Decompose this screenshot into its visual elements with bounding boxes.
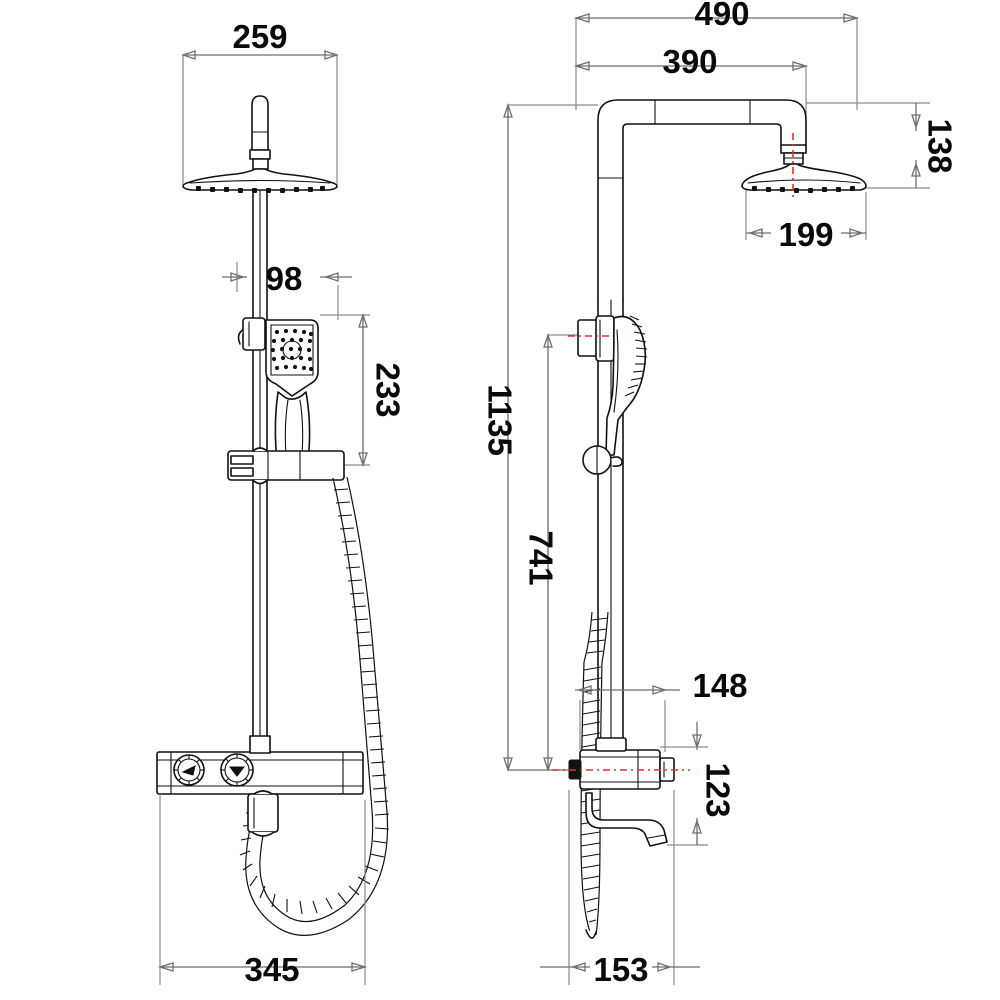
front-233-dimension: 233 — [320, 312, 407, 468]
dim-label-390: 390 — [662, 43, 717, 80]
overhead-shower-head — [182, 95, 338, 193]
dim-label-123: 123 — [700, 762, 737, 817]
overhead-head-side — [741, 133, 867, 198]
side-1135-dimension: 1135 — [482, 102, 598, 773]
temperature-control-knob[interactable] — [173, 754, 205, 786]
dim-label-199: 199 — [778, 216, 833, 253]
handset-holder-bracket — [237, 317, 266, 351]
flow-control-knob[interactable] — [220, 753, 254, 787]
dim-label-1135: 1135 — [482, 384, 519, 456]
dim-label-345: 345 — [244, 951, 299, 988]
thermostatic-valve-side — [552, 737, 690, 847]
rail-slider-bracket — [227, 447, 345, 485]
dim-label-490: 490 — [694, 0, 749, 32]
handset-shower-front — [265, 319, 319, 463]
hose-coil-texture — [239, 488, 390, 915]
side-153-dimension: 153 — [540, 790, 700, 988]
dim-label-259: 259 — [232, 18, 287, 55]
side-148-dimension: 148 — [575, 667, 748, 752]
handset-shower-side — [582, 315, 648, 475]
side-490-dimension: 490 — [573, 0, 860, 110]
front-view: 259 — [156, 18, 407, 988]
front-345-dimension: 345 — [157, 794, 368, 988]
thermostatic-mixer-bar-front — [156, 735, 364, 837]
front-259-dimension: 259 — [180, 18, 340, 185]
nozzle-row-side — [752, 186, 855, 193]
side-138-dimension: 138 — [806, 102, 959, 189]
side-390-dimension: 390 — [573, 43, 809, 150]
flexible-hose-front — [239, 476, 390, 936]
flexible-hose-side — [580, 611, 609, 939]
dim-label-138: 138 — [922, 118, 959, 173]
dim-label-233: 233 — [370, 362, 407, 417]
dim-label-98: 98 — [266, 260, 303, 297]
side-199-dimension: 199 — [745, 190, 867, 253]
front-98-dimension: 98 — [222, 260, 352, 320]
side-view: 490 390 — [482, 0, 959, 988]
handset-spray-face-side — [624, 315, 648, 397]
handset-bracket-side — [568, 315, 622, 362]
side-123-dimension: 123 — [660, 722, 737, 846]
shower-arm-side — [597, 99, 807, 301]
dim-label-153: 153 — [593, 951, 648, 988]
side-741-dimension: 741 — [508, 332, 600, 773]
dim-label-741: 741 — [523, 530, 560, 585]
dim-label-148: 148 — [692, 667, 747, 704]
